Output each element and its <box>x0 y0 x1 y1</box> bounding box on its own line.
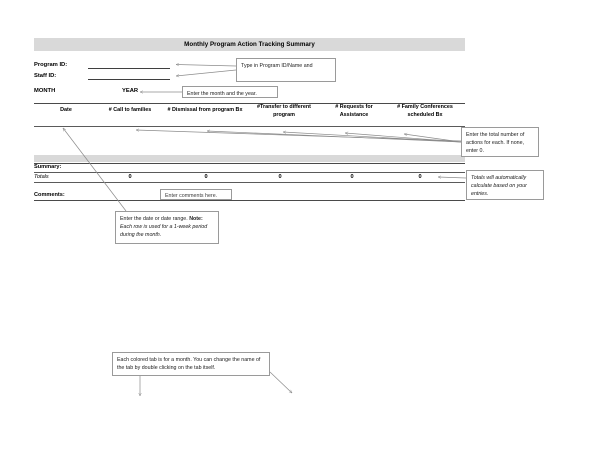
table-top-rule <box>34 103 465 104</box>
program-id-label: Program ID: <box>34 62 68 68</box>
callout-comments-hint: Enter comments here. <box>160 189 232 200</box>
staff-id-label: Staff ID: <box>34 73 57 79</box>
totals-label: Totals <box>34 174 49 180</box>
arrow-program-id <box>176 65 237 67</box>
column-header-requests: # Requests for Assistance <box>335 104 373 118</box>
column-header-conferences: # Family Conferences scheduled Bx <box>397 104 453 118</box>
column-header-date: Date <box>60 107 72 113</box>
column-header-calls: # Call to families <box>108 107 152 113</box>
totals-value-conferences: 0 <box>418 174 422 180</box>
page-title-text: Monthly Program Action Tracking Summary <box>184 41 315 48</box>
month-label: MONTH <box>34 88 56 94</box>
totals-value-calls: 0 <box>128 174 132 180</box>
callout-date-range: Enter the date or date range. Note: Each… <box>115 211 219 244</box>
comments-rule <box>34 200 465 201</box>
totals-bottom-rule <box>34 182 465 183</box>
page-title: Monthly Program Action Tracking Summary <box>34 38 465 51</box>
summary-bottom-rule <box>34 172 465 173</box>
comments-input[interactable] <box>92 186 465 200</box>
year-label: YEAR <box>122 88 139 94</box>
callout-month-year: Enter the month and the year. <box>182 86 278 98</box>
arrow-staff-id <box>176 69 237 76</box>
table-gray-band <box>34 155 465 162</box>
callout-totals: Totals will automatically calculate base… <box>466 170 544 200</box>
column-header-dismissal: # Dismissal from program Bx <box>167 107 243 113</box>
callout-date-note-label: Note: <box>189 216 203 222</box>
arrow-tabs-diagonal <box>269 371 292 393</box>
table-entry-area[interactable] <box>34 127 465 155</box>
callout-colored-tabs: Each colored tab is for a month. You can… <box>112 352 270 376</box>
program-id-input[interactable] <box>88 68 170 69</box>
callout-program-id: Type in Program ID/Name and <box>236 58 336 82</box>
comments-label: Comments: <box>34 192 65 198</box>
staff-id-input[interactable] <box>88 79 170 80</box>
table-header-rule <box>34 126 465 127</box>
totals-value-dismissal: 0 <box>204 174 208 180</box>
callout-date-note-text: Each row is used for a 1-week period dur… <box>120 224 208 239</box>
totals-value-transfer: 0 <box>278 174 282 180</box>
summary-top-rule <box>34 163 465 164</box>
callout-entries: Enter the total number of actions for ea… <box>461 127 539 157</box>
column-header-transfer: #Transfer to different program <box>257 104 311 118</box>
totals-value-requests: 0 <box>350 174 354 180</box>
summary-label: Summary: <box>34 164 62 170</box>
callout-date-line1: Enter the date or date range. <box>120 216 188 222</box>
